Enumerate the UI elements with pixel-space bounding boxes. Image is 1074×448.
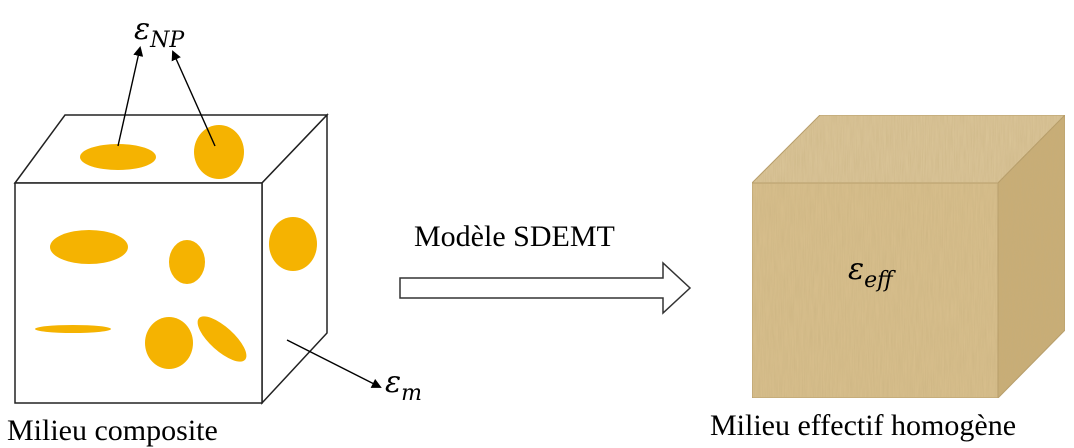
model-label: Modèle SDEMT: [414, 220, 615, 253]
nanoparticle-sphere-front-2: [145, 317, 193, 369]
nanoparticle-permittivity-label: εNP: [134, 12, 185, 53]
effective-permittivity-symbol: ε: [848, 252, 864, 287]
nanoparticle-sphere-front-1: [169, 240, 205, 284]
matrix-permittivity-symbol: ε: [385, 365, 401, 400]
nanoparticle-ellipse-front-1: [50, 230, 128, 264]
nanoparticle-permittivity-subscript: NP: [149, 28, 185, 53]
composite-cube-front-face: [14, 182, 263, 404]
nanoparticle-permittivity-symbol: ε: [134, 12, 150, 47]
matrix-pointer-arrow: [286, 339, 382, 388]
effective-cube-front-face: [751, 182, 999, 399]
nanoparticle-pointer-arrow-1: [117, 46, 144, 147]
nanoparticle-flat-disc: [35, 325, 111, 333]
matrix-permittivity-label: εm: [385, 365, 422, 406]
effective-medium-caption: Milieu effectif homogène: [710, 409, 1016, 442]
nanoparticle-sphere-top: [194, 125, 244, 179]
nanoparticle-tilted-ellipse: [197, 316, 247, 362]
effective-permittivity-label: εeff: [848, 252, 896, 293]
nanoparticle-ellipse-top: [80, 144, 156, 170]
composite-cube: [13, 46, 382, 405]
nanoparticle-right-face: [269, 217, 317, 271]
effective-cube: [750, 113, 1067, 400]
effective-permittivity-subscript: eff: [864, 268, 896, 293]
nanoparticle-pointer-arrow-2: [171, 50, 216, 147]
composite-medium-caption: Milieu composite: [7, 414, 218, 447]
model-transform-arrow: [399, 261, 692, 315]
matrix-permittivity-subscript: m: [401, 381, 422, 406]
